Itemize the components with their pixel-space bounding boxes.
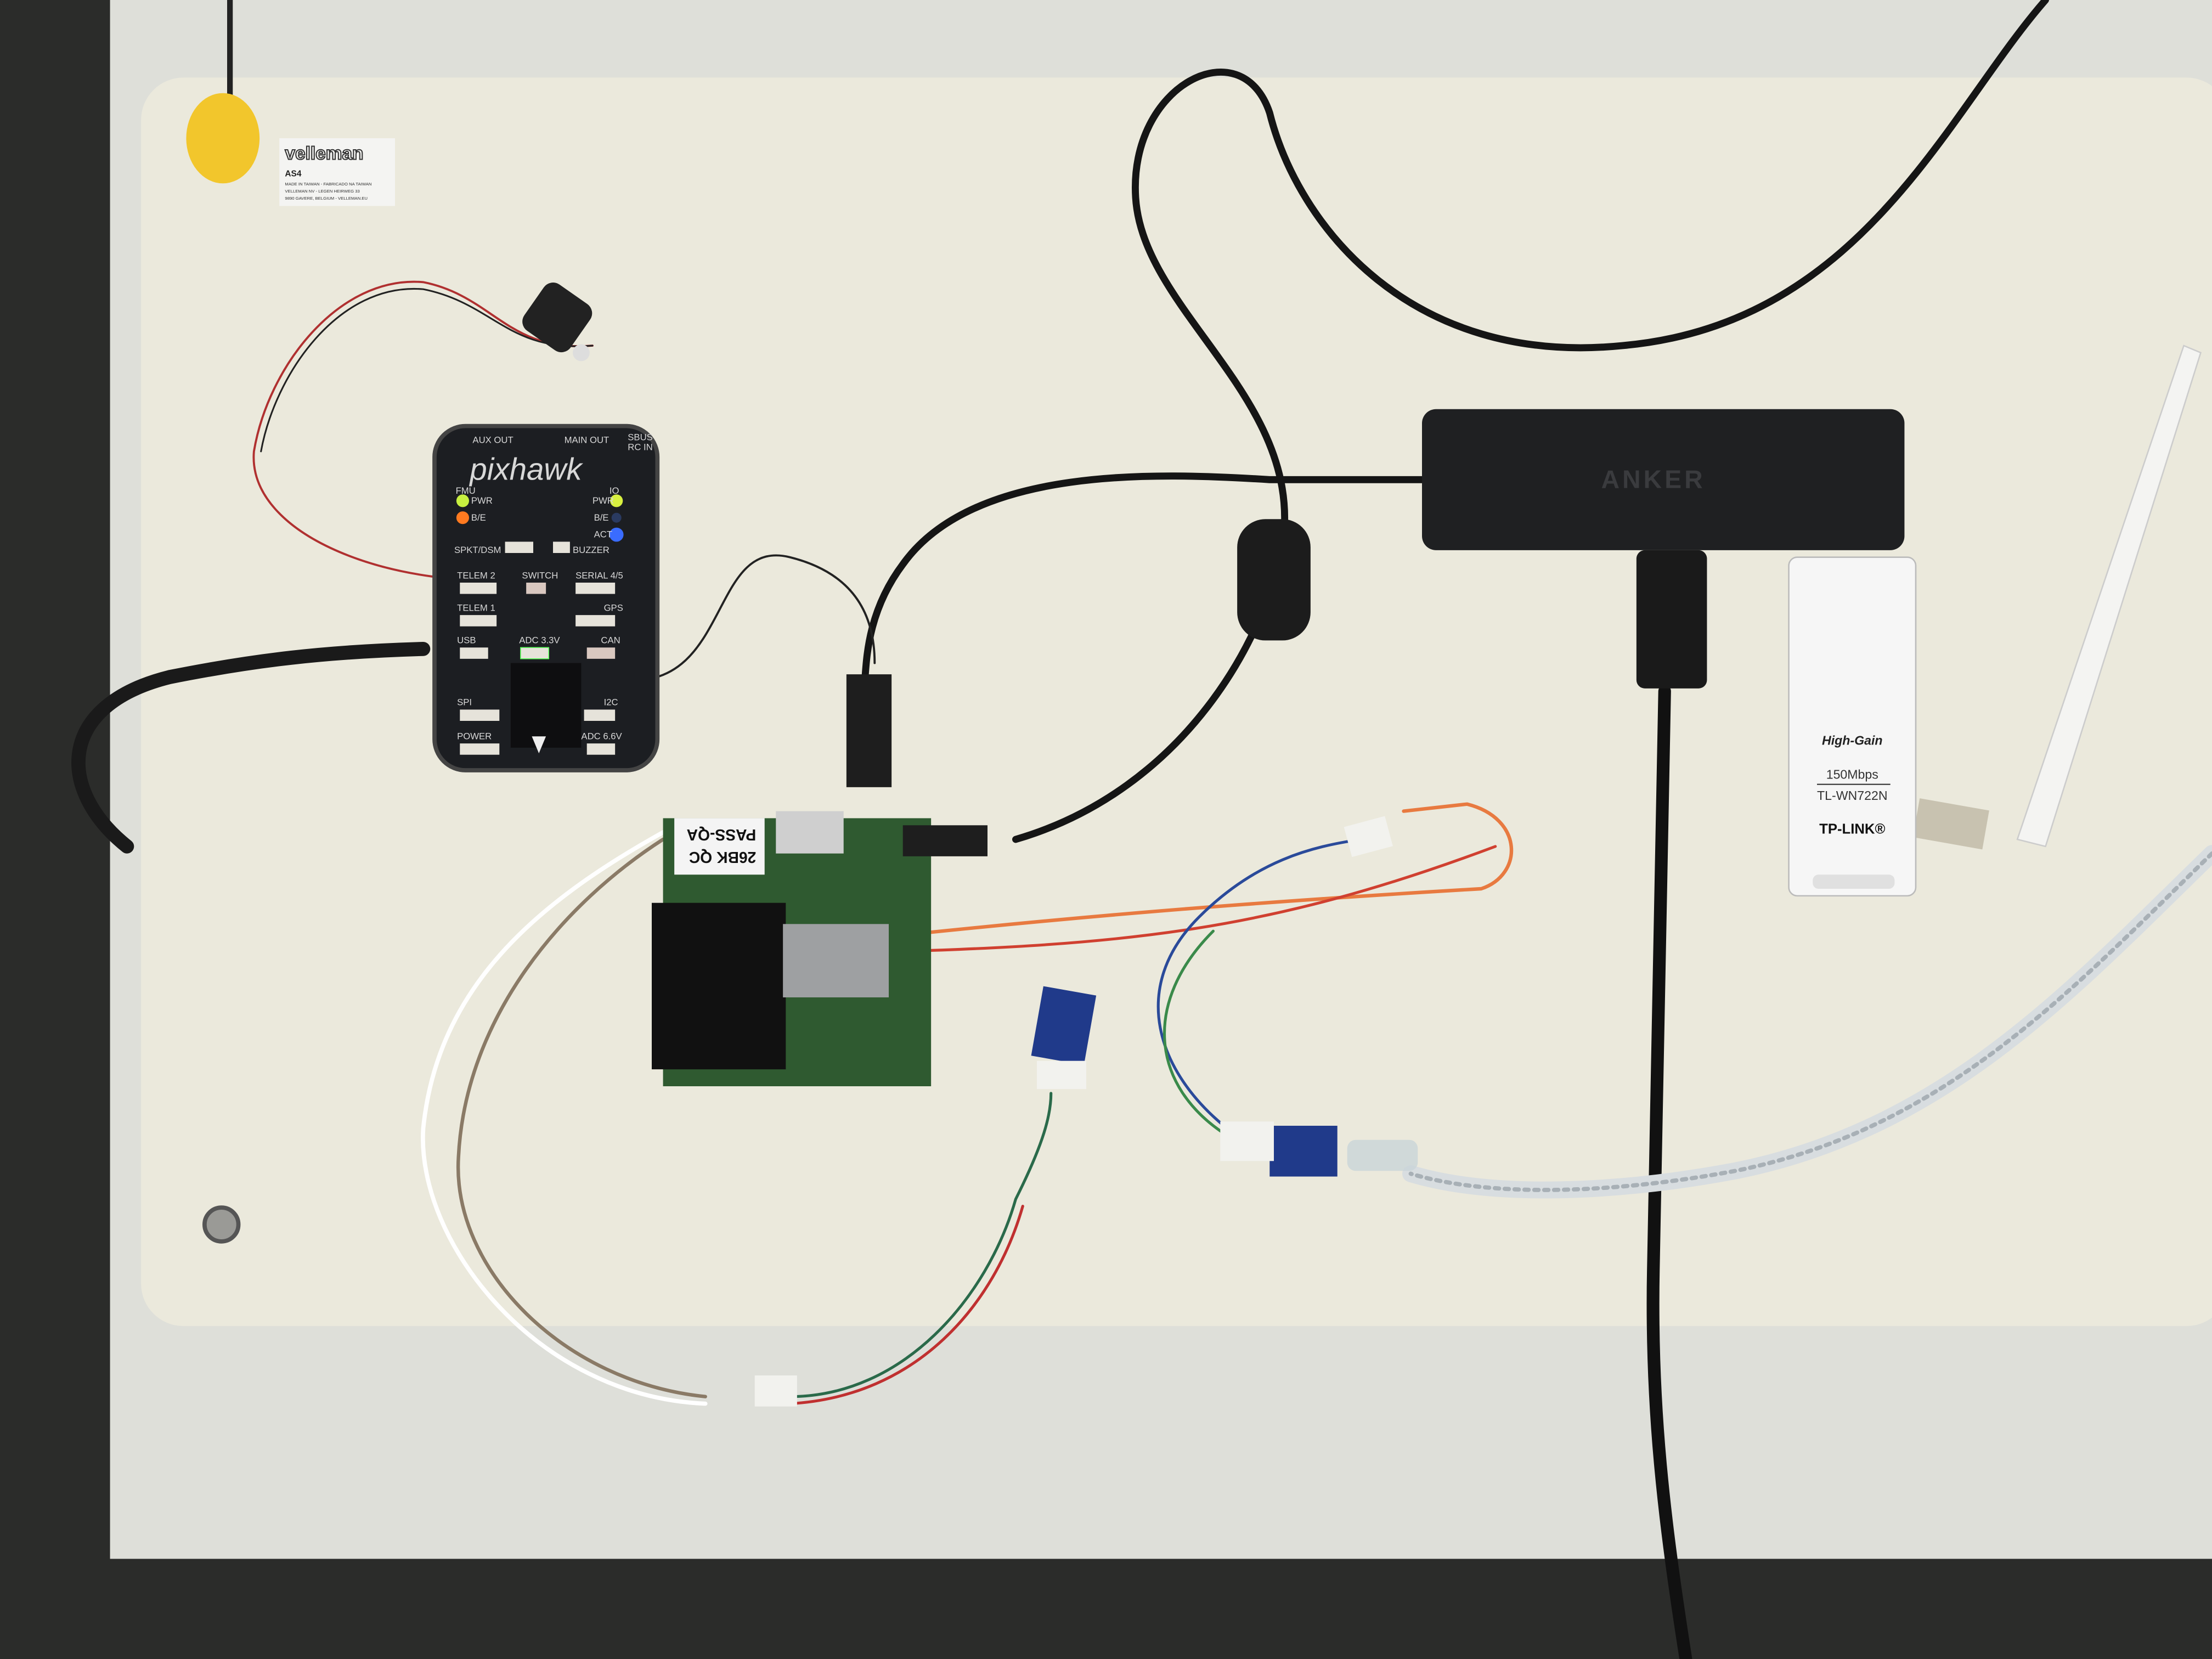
- hdmi-port: [776, 811, 844, 854]
- aux-out-label: AUX OUT: [472, 435, 513, 445]
- antenna-connector: [1912, 798, 1989, 850]
- io-be-led: [611, 512, 622, 523]
- io-pwr-led: [610, 494, 623, 507]
- port-i2c: I2C: [604, 697, 618, 708]
- sbus-label: SBUS: [628, 432, 653, 442]
- audio-plug: [902, 825, 988, 856]
- board-label-line1: 26BK QC: [689, 849, 757, 866]
- pixhawk-flight-controller: AUX OUT MAIN OUT SBUS RC IN pixhawk FMU …: [432, 424, 660, 772]
- companion-computer-board: 26BK QC PASS-QA: [652, 674, 988, 1086]
- port-telem1: TELEM 1: [457, 602, 495, 613]
- ferrite-bead: [1237, 519, 1311, 641]
- usb-c-plug: [1347, 1139, 1418, 1171]
- velleman-sticker: velleman AS4 MADE IN TAIWAN - FABRICADO …: [279, 138, 395, 206]
- usb-uart-adapter-1: [1031, 986, 1097, 1065]
- io-act-led: [609, 527, 624, 542]
- main-out-label: MAIN OUT: [565, 435, 610, 445]
- port-telem2: TELEM 2: [457, 570, 495, 580]
- jst-connector-3: [754, 1375, 797, 1407]
- tp-link-wifi-dongle: High-Gain 150Mbps TL-WN722N TP-LINK®: [1788, 556, 1917, 897]
- fmu-be-led: [456, 511, 469, 524]
- sticker-line1: MADE IN TAIWAN - FABRICADO NA TAIWAN: [285, 182, 371, 187]
- sticker-model: AS4: [285, 169, 301, 178]
- dongle-brand: TP-LINK®: [1819, 822, 1885, 837]
- io-be-label: B/E: [594, 512, 609, 523]
- usb-plug: [846, 674, 892, 787]
- rc-in-label: RC IN: [628, 442, 652, 452]
- dongle-model: TL-WN722N: [1817, 788, 1887, 803]
- ethernet-port: [783, 924, 889, 997]
- io-label: IO: [610, 486, 619, 496]
- port-adc66: ADC 6.6V: [581, 731, 622, 741]
- sticker-brand: velleman: [285, 144, 363, 164]
- fmu-pwr-led: [456, 494, 469, 507]
- port-spkt: SPKT/DSM: [454, 545, 501, 555]
- pixhawk-logo: pixhawk: [469, 452, 583, 486]
- port-adc33: ADC 3.3V: [519, 635, 560, 646]
- snap-button: [202, 1205, 241, 1244]
- anker-usb-hub: ANKER: [1422, 409, 1905, 689]
- jst-connector-2: [1220, 1121, 1274, 1161]
- port-buzzer: BUZZER: [573, 545, 610, 555]
- sticker-line3: 9890 GAVERE, BELGIUM - VELLEMAN.EU: [285, 196, 368, 201]
- button-cap: [573, 344, 590, 362]
- usb-a-plug: [1636, 550, 1707, 689]
- port-can: CAN: [601, 635, 620, 646]
- port-serial45: SERIAL 4/5: [575, 570, 623, 580]
- port-gps: GPS: [604, 602, 623, 613]
- fmu-be-label: B/E: [471, 512, 486, 523]
- port-switch: SWITCH: [522, 570, 558, 580]
- io-pwr-label: PWR: [592, 495, 614, 506]
- usb-uart-adapter-2: [1269, 1126, 1338, 1177]
- jst-connector-4: [1344, 816, 1393, 857]
- push-button: [522, 283, 592, 353]
- port-usb: USB: [457, 635, 476, 646]
- ground-clip: [186, 93, 260, 184]
- board-label-line2: PASS-QA: [687, 826, 757, 844]
- hub-brand: ANKER: [1601, 465, 1706, 494]
- sticker-line2: VELLEMAN NV - LEGEN HEIRWEG 33: [285, 189, 359, 194]
- fmu-label: FMU: [456, 486, 476, 496]
- io-act-label: ACT: [594, 529, 612, 540]
- dongle-speed: 150Mbps: [1826, 767, 1878, 781]
- dongle-feature: High-Gain: [1822, 733, 1882, 748]
- jst-connector-1: [1037, 1060, 1086, 1090]
- port-power: POWER: [457, 731, 492, 741]
- antenna: [2016, 345, 2202, 848]
- fmu-pwr-label: PWR: [471, 495, 493, 506]
- port-spi: SPI: [457, 697, 472, 708]
